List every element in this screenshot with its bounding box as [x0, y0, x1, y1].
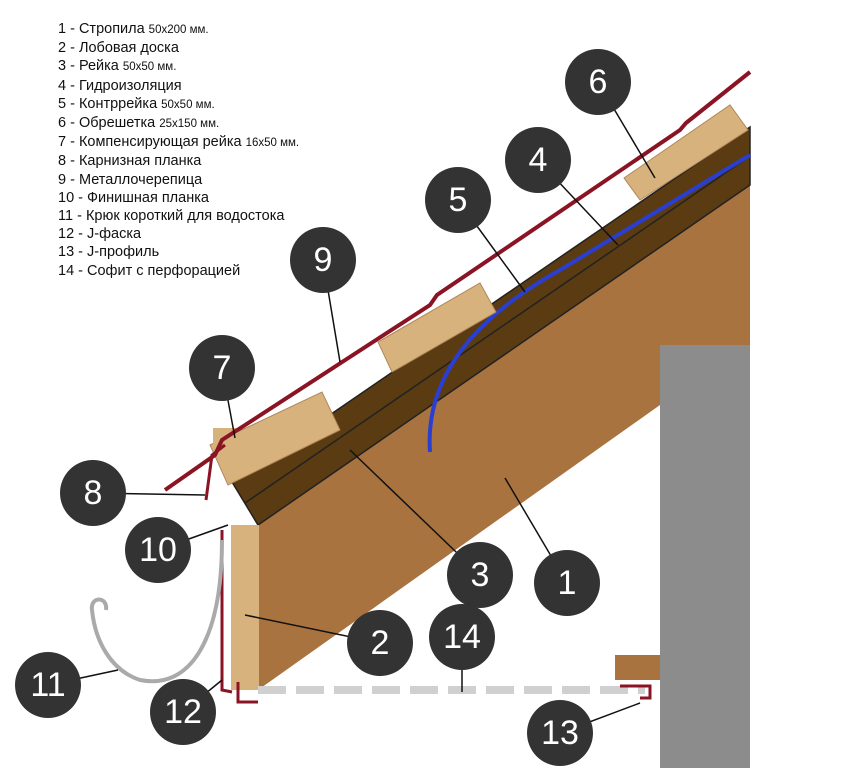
- svg-text:5: 5: [449, 181, 468, 219]
- legend-size: 50x50 мм.: [122, 61, 177, 74]
- marker-13: 13: [527, 700, 593, 766]
- marker-9: 9: [290, 227, 356, 293]
- legend-label: 5 - Контррейка: [58, 95, 158, 112]
- marker-7: 7: [189, 335, 255, 401]
- marker-2: 2: [347, 610, 413, 676]
- svg-text:4: 4: [529, 141, 548, 179]
- legend-item: 8 - Карнизная планка: [58, 152, 299, 170]
- svg-text:6: 6: [589, 63, 608, 101]
- legend-item: 14 - Софит с перфорацией: [58, 262, 299, 280]
- legend-size: 16x50 мм.: [245, 137, 300, 150]
- legend-item: 11 - Крюк короткий для водостока: [58, 207, 299, 225]
- legend-label: 12 - J-фаска: [58, 226, 142, 243]
- finish-strip: [220, 530, 233, 694]
- j-profile: [620, 684, 652, 700]
- marker-3: 3: [447, 542, 513, 608]
- legend-label: 2 - Лобовая доска: [58, 40, 179, 57]
- legend-label: 14 - Софит с перфорацией: [58, 262, 241, 279]
- legend-size: 50x200 мм.: [148, 24, 209, 36]
- legend-label: 4 - Гидроизоляция: [58, 77, 182, 94]
- legend-item: 12 - J-фаска: [58, 225, 299, 243]
- svg-text:12: 12: [164, 693, 202, 731]
- legend-item: 10 - Финишная планка: [58, 189, 299, 207]
- sheathing-boards: [209, 104, 749, 486]
- legend-label: 6 - Обрешетка: [58, 115, 156, 132]
- marker-10: 10: [125, 517, 191, 583]
- svg-text:10: 10: [139, 531, 177, 569]
- rafter: [258, 185, 750, 690]
- legend-item: 4 - Гидроизоляция: [58, 77, 299, 95]
- svg-text:9: 9: [314, 241, 333, 279]
- gutter-hook: [89, 539, 224, 684]
- legend-label: 11 - Крюк короткий для водостока: [58, 208, 285, 225]
- legend-label: 7 - Компенсирующая рейка: [58, 134, 242, 151]
- svg-text:8: 8: [84, 474, 103, 512]
- legend-item: 9 - Металлочерепица: [58, 171, 299, 189]
- svg-text:7: 7: [213, 349, 232, 387]
- svg-text:2: 2: [371, 624, 390, 662]
- legend-label: 13 - J-профиль: [58, 244, 160, 261]
- marker-8: 8: [60, 460, 126, 526]
- svg-text:11: 11: [30, 666, 65, 704]
- markers: 1 2 3 4 5 6 7 8 9 10 11 12 13 14: [15, 49, 631, 766]
- legend-label: 9 - Металлочерепица: [58, 171, 203, 188]
- fascia-board: [231, 525, 259, 690]
- legend-label: 10 - Финишная планка: [58, 189, 209, 206]
- legend-label: 1 - Стропила: [58, 21, 145, 37]
- wall-block: [615, 655, 660, 680]
- wall: [660, 345, 750, 768]
- marker-4: 4: [505, 127, 571, 193]
- j-chamfer: [236, 682, 258, 704]
- legend-label: 8 - Карнизная планка: [58, 153, 202, 170]
- svg-text:1: 1: [558, 564, 577, 602]
- svg-text:3: 3: [471, 556, 490, 594]
- marker-1: 1: [534, 550, 600, 616]
- svg-text:14: 14: [443, 618, 481, 656]
- legend-item: 2 - Лобовая доска: [58, 39, 299, 57]
- marker-12: 12: [150, 679, 216, 745]
- marker-14: 14: [429, 604, 495, 670]
- eave-strip: [204, 443, 226, 501]
- svg-text:13: 13: [541, 714, 579, 752]
- counter-batten: [230, 125, 751, 527]
- legend-size: 25x150 мм.: [159, 118, 220, 131]
- marker-5: 5: [425, 167, 491, 233]
- legend-item: 13 - J-профиль: [58, 243, 299, 261]
- marker-11: 11: [15, 652, 81, 718]
- legend-label: 3 - Рейка: [58, 58, 119, 75]
- marker-6: 6: [565, 49, 631, 115]
- membrane: [427, 153, 752, 453]
- batten-divider: [244, 155, 751, 504]
- legend-size: 50x50 мм.: [161, 98, 215, 111]
